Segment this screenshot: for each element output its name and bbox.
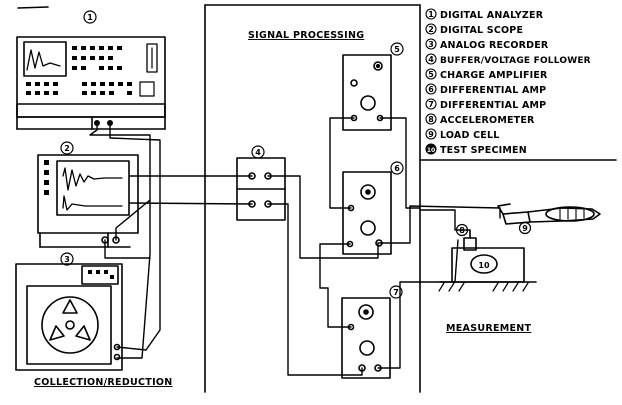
- marker-6: 6: [394, 164, 400, 173]
- legend-label: DIGITAL SCOPE: [440, 25, 523, 36]
- marker-2: 2: [64, 144, 70, 153]
- legend-label: DIFFERENTIAL AMP: [440, 100, 546, 111]
- marker-8: 8: [459, 226, 465, 235]
- marker-1: 1: [87, 13, 93, 22]
- legend-number: 2: [428, 25, 434, 34]
- legend-number: 1: [428, 10, 434, 19]
- legend-label: LOAD CELL: [440, 130, 499, 141]
- legend-item: 10 TEST SPECIMEN: [426, 144, 527, 156]
- charge-amplifier-device: [343, 55, 391, 130]
- differential-amp-7-device: [342, 298, 390, 378]
- legend-number: 8: [428, 115, 434, 124]
- digital-scope-device: [38, 155, 138, 247]
- legend-item: 7 DIFFERENTIAL AMP: [426, 99, 546, 111]
- legend-number: 9: [428, 130, 434, 139]
- legend-number: 4: [428, 55, 434, 64]
- marker-10: 10: [478, 261, 490, 270]
- legend-item: 8 ACCELEROMETER: [426, 114, 535, 126]
- legend-label: ACCELEROMETER: [440, 115, 535, 126]
- legend-item: 9 LOAD CELL: [426, 129, 499, 141]
- legend: 1 DIGITAL ANALYZER 2 DIGITAL SCOPE 3 ANA…: [426, 9, 591, 156]
- marker-3: 3: [64, 255, 70, 264]
- marker-9: 9: [522, 224, 528, 233]
- legend-item: 4 BUFFER/VOLTAGE FOLLOWER: [426, 54, 591, 66]
- analog-recorder-device: [16, 264, 122, 370]
- digital-analyzer-device: [17, 37, 165, 129]
- legend-label: TEST SPECIMEN: [440, 145, 527, 156]
- legend-number: 5: [428, 70, 434, 79]
- legend-label: BUFFER/VOLTAGE FOLLOWER: [440, 56, 591, 66]
- legend-item: 5 CHARGE AMPLIFIER: [426, 69, 548, 81]
- legend-number: 6: [428, 85, 434, 94]
- marker-4: 4: [255, 148, 261, 157]
- marker-7: 7: [393, 288, 399, 297]
- section-title-measurement: MEASUREMENT: [446, 323, 532, 334]
- legend-item: 6 DIFFERENTIAL AMP: [426, 84, 546, 96]
- marker-5: 5: [394, 45, 400, 54]
- legend-number: 10: [427, 147, 435, 154]
- legend-number: 3: [428, 40, 434, 49]
- legend-label: DIFFERENTIAL AMP: [440, 85, 546, 96]
- differential-amp-6-device: [343, 172, 391, 254]
- legend-label: ANALOG RECORDER: [440, 40, 549, 51]
- legend-label: CHARGE AMPLIFIER: [440, 70, 548, 81]
- legend-label: DIGITAL ANALYZER: [440, 10, 544, 21]
- measurement-setup: [439, 204, 600, 291]
- section-title-signal-processing: SIGNAL PROCESSING: [248, 30, 364, 41]
- legend-item: 1 DIGITAL ANALYZER: [426, 9, 544, 21]
- buffer-device: [237, 158, 285, 220]
- section-title-collection-reduction: COLLECTION/REDUCTION: [34, 377, 173, 388]
- legend-number: 7: [428, 100, 434, 109]
- legend-item: 3 ANALOG RECORDER: [426, 39, 549, 51]
- legend-item: 2 DIGITAL SCOPE: [426, 24, 523, 36]
- signal-wiring: [90, 118, 500, 375]
